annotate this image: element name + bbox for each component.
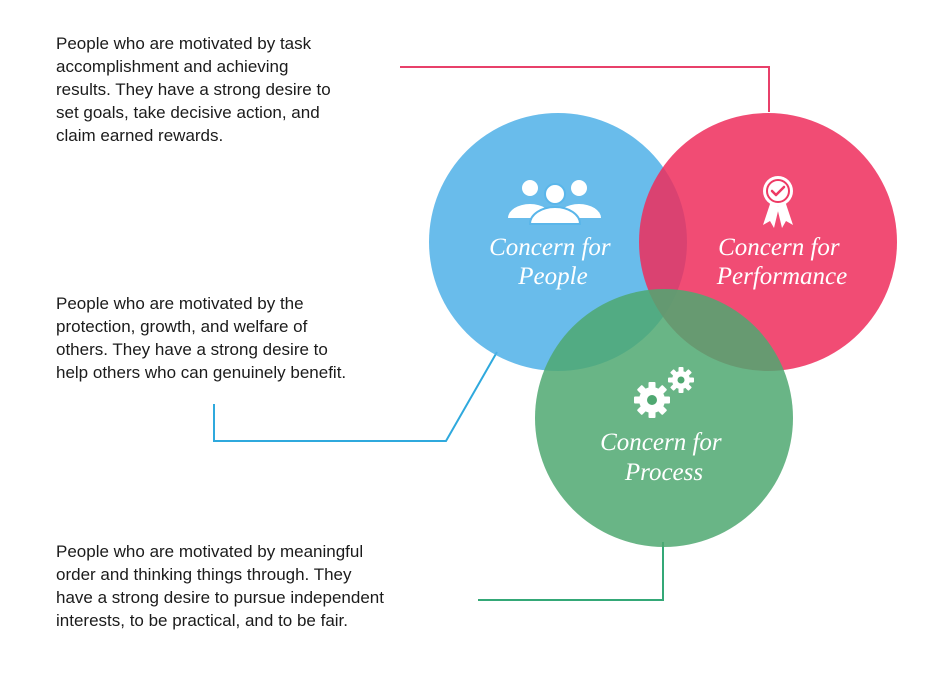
gears-icon: [634, 367, 694, 418]
people-description-line: others. They have a strong desire to: [56, 340, 328, 359]
people-connector-line: [213, 351, 498, 442]
people-group-icon: [508, 180, 601, 225]
performance-description-line: People who are motivated by task: [56, 34, 312, 53]
process-description-line: have a strong desire to pursue independe…: [56, 588, 384, 607]
people-label: Concern for People: [489, 234, 617, 290]
process-description-line: People who are motivated by meaningful: [56, 542, 364, 561]
process-label-line: Process: [624, 459, 703, 486]
performance-description: People who are motivated by task accompl…: [56, 32, 331, 147]
people-description: People who are motivated by the protecti…: [56, 292, 346, 384]
process-connector-line: [478, 542, 664, 601]
people-description-line: protection, growth, and welfare of: [56, 317, 308, 336]
performance-label: Concern for Performance: [716, 234, 848, 290]
people-description-line: help others who can genuinely benefit.: [56, 363, 347, 382]
performance-description-line: claim earned rewards.: [56, 126, 224, 145]
people-label-line: People: [517, 263, 587, 290]
process-label: Concern for Process: [600, 429, 728, 486]
performance-description-line: accomplishment and achieving: [56, 57, 289, 76]
performance-label-line: Performance: [716, 263, 848, 290]
process-description-line: order and thinking things through. They: [56, 565, 352, 584]
people-description-line: People who are motivated by the: [56, 294, 304, 313]
process-description: People who are motivated by meaningful o…: [56, 540, 384, 632]
award-ribbon-icon: [763, 176, 793, 228]
performance-connector-line: [400, 66, 770, 112]
performance-description-line: set goals, take decisive action, and: [56, 103, 320, 122]
process-label-line: Concern for: [600, 429, 722, 456]
process-circle: [535, 289, 793, 547]
process-description-line: interests, to be practical, and to be fa…: [56, 611, 348, 630]
performance-label-line: Concern for: [718, 234, 840, 261]
people-label-line: Concern for: [489, 234, 611, 261]
performance-description-line: results. They have a strong desire to: [56, 80, 331, 99]
